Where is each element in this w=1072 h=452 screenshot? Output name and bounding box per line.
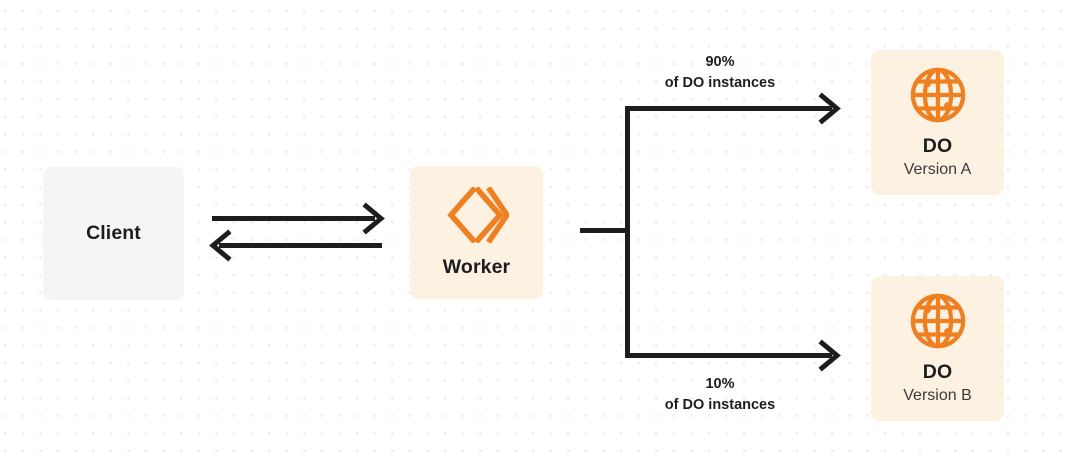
edge-worker-to-client [209, 229, 382, 262]
edge-worker-branch-trunk [580, 108, 630, 355]
edge-worker-to-do-b [625, 339, 841, 372]
node-do-version-a-sublabel: Version A [903, 160, 972, 178]
edge-label-10-percent-line1: 10% [705, 376, 735, 392]
node-client: Client [43, 167, 184, 300]
globe-icon [909, 66, 967, 124]
node-do-version-b: DO Version B [871, 276, 1004, 421]
node-worker: Worker [410, 166, 543, 299]
edge-worker-to-do-a [625, 92, 841, 125]
globe-icon [909, 292, 967, 350]
edge-client-to-worker [212, 202, 385, 235]
node-do-version-b-sublabel: Version B [903, 386, 972, 404]
node-do-version-a-label: DO [922, 135, 953, 158]
cloudflare-workers-icon [445, 186, 509, 243]
node-client-label: Client [86, 221, 141, 244]
edge-label-90-percent: 90% of DO instances [612, 52, 828, 93]
edge-label-10-percent: 10% of DO instances [612, 374, 828, 415]
node-do-version-b-label: DO [922, 361, 953, 384]
edge-label-90-percent-line2: of DO instances [664, 74, 776, 91]
edge-label-10-percent-line2: of DO instances [664, 396, 776, 413]
node-worker-label: Worker [442, 255, 511, 278]
node-do-version-a: DO Version A [871, 50, 1004, 195]
edge-label-90-percent-line1: 90% [705, 54, 735, 70]
